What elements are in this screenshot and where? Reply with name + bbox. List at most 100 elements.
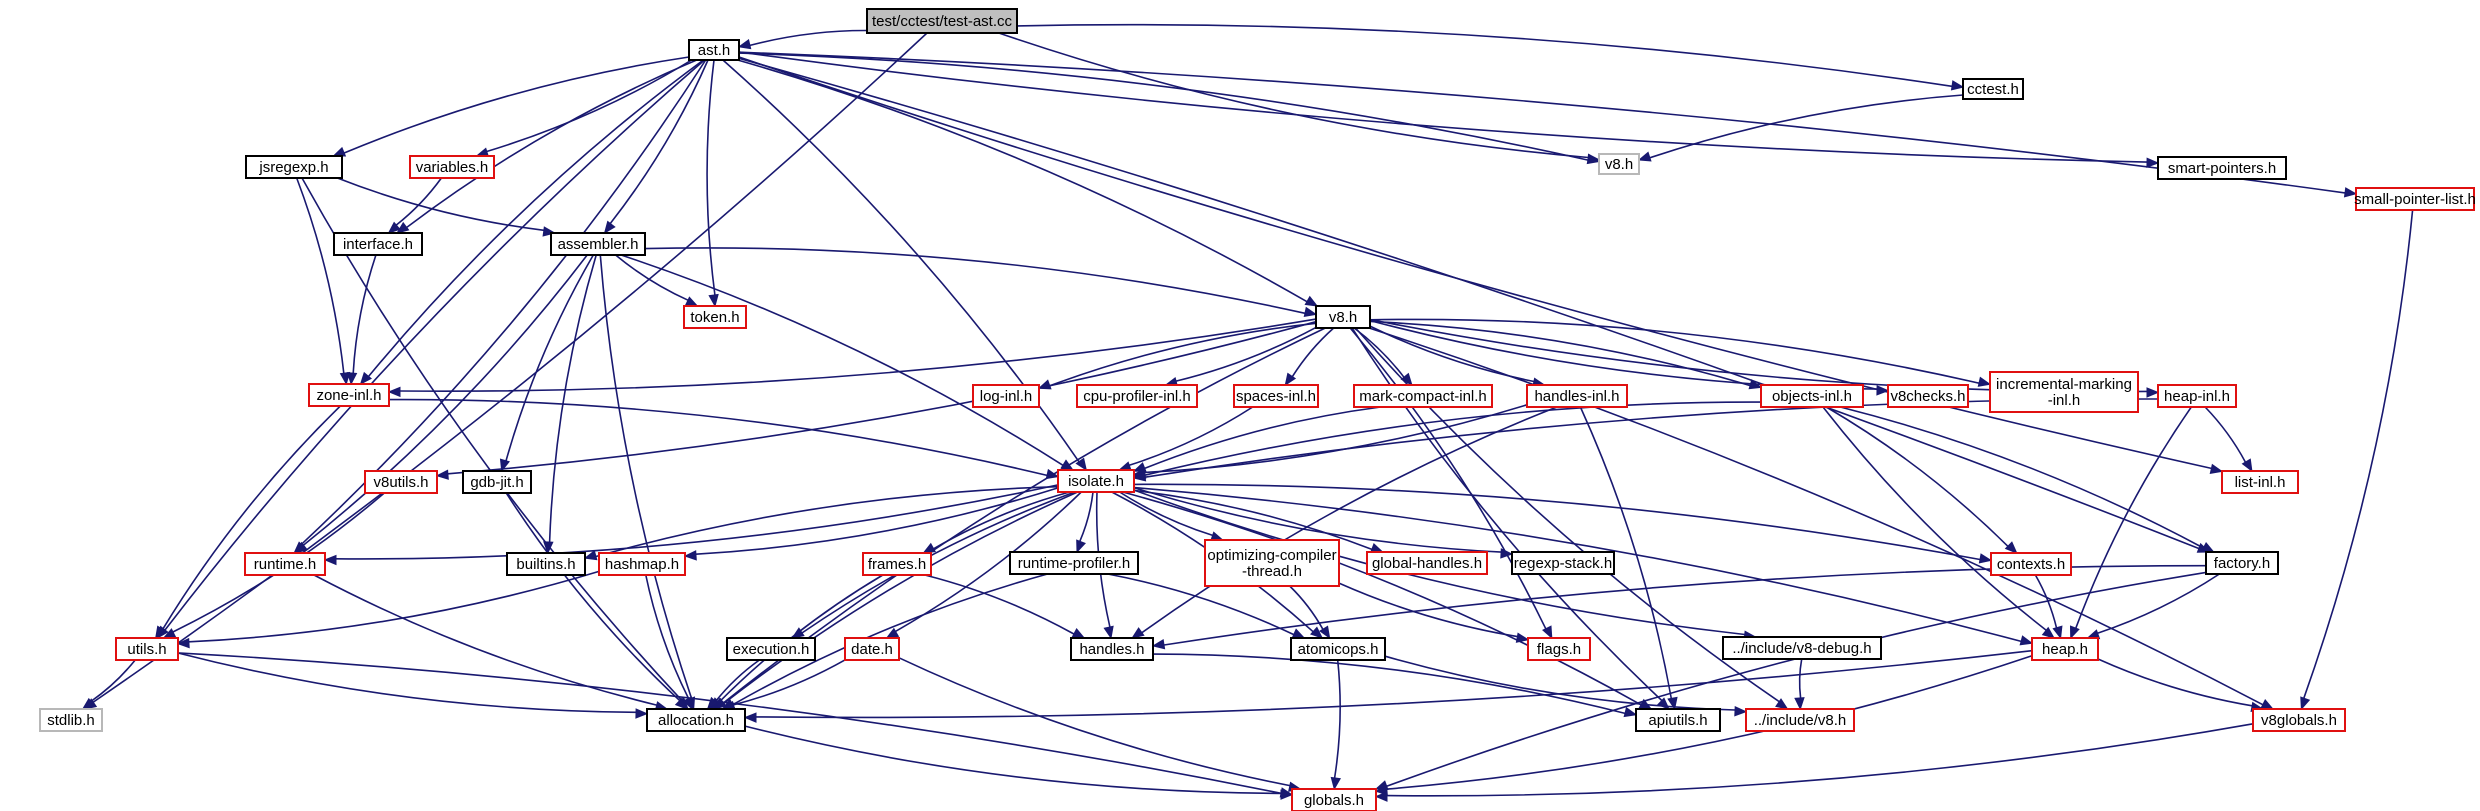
node-handles-inl[interactable]: handles-inl.h xyxy=(1526,384,1628,408)
node-box xyxy=(506,552,586,576)
edge-ast-to-factory xyxy=(738,57,2211,553)
node-jsregexp[interactable]: jsregexp.h xyxy=(245,155,343,179)
node-box xyxy=(2205,551,2279,575)
edge-ast-to-v8h xyxy=(737,59,1319,307)
node-label: log-inl.h xyxy=(980,388,1033,405)
node-smart-pointers[interactable]: smart-pointers.h xyxy=(2157,156,2287,180)
node-label: jsregexp.h xyxy=(258,159,328,176)
edge-line xyxy=(1369,320,1751,387)
node-flags[interactable]: flags.h xyxy=(1527,637,1591,661)
node-isolate[interactable]: isolate.h xyxy=(1057,469,1135,493)
node-apiutils[interactable]: apiutils.h xyxy=(1635,708,1721,732)
node-frames[interactable]: frames.h xyxy=(862,552,932,576)
node-runtime[interactable]: runtime.h xyxy=(244,552,326,576)
node-label: variables.h xyxy=(416,159,489,176)
edge-line xyxy=(2075,406,2192,629)
edge-line xyxy=(718,574,884,703)
node-hashmap[interactable]: hashmap.h xyxy=(598,552,686,576)
edge-assembler-to-gdb_jit xyxy=(499,254,594,473)
edge-arrowhead xyxy=(1280,789,1294,800)
node-runtime-profiler[interactable]: runtime-profiler.h xyxy=(1009,551,1139,575)
edge-line xyxy=(1122,491,1642,706)
edge-arrowhead xyxy=(1374,791,1388,802)
edge-line xyxy=(599,254,693,699)
node-box xyxy=(598,552,686,576)
node-handles[interactable]: handles.h xyxy=(1070,637,1154,661)
node-label: assembler.h xyxy=(558,236,639,253)
edge-arrowhead xyxy=(674,697,688,710)
node-optimizing-compiler-thread[interactable]: optimizing-compiler-thread.h xyxy=(1204,539,1340,587)
edge-arrowhead xyxy=(2019,635,2034,646)
edge-arrowhead xyxy=(2209,463,2224,475)
node-label: factory.h xyxy=(2214,555,2270,572)
edge-ast-to-isolate xyxy=(722,59,1088,472)
node-v8globals[interactable]: v8globals.h xyxy=(2252,708,2346,732)
edge-ast-to-v8_top xyxy=(738,52,1601,165)
node-log-inl[interactable]: log-inl.h xyxy=(972,384,1040,408)
edge-line xyxy=(337,177,544,232)
edge-isolate-to-optimizing_compiler_thread xyxy=(1119,491,1224,542)
node-builtins[interactable]: builtins.h xyxy=(506,552,586,576)
edge-arrowhead xyxy=(339,371,351,386)
edge-arrowhead xyxy=(1775,698,1789,710)
node-cctest[interactable]: cctest.h xyxy=(1962,78,2024,100)
edge-arrowhead xyxy=(583,550,598,561)
node-global-handles[interactable]: global-handles.h xyxy=(1366,551,1488,575)
node-contexts[interactable]: contexts.h xyxy=(1990,552,2072,576)
edge-frames-to-handles xyxy=(924,574,1086,639)
node-list-inl[interactable]: list-inl.h xyxy=(2221,470,2299,494)
node-zone-inl[interactable]: zone-inl.h xyxy=(308,383,390,407)
node-objects-inl[interactable]: objects-inl.h xyxy=(1760,384,1864,408)
edge-heap-to-allocation xyxy=(743,649,2033,723)
edge-line xyxy=(164,59,706,631)
node-label: optimizing-compiler xyxy=(1207,547,1336,564)
node-variables[interactable]: variables.h xyxy=(409,155,495,179)
node-include-v8[interactable]: ../include/v8.h xyxy=(1745,708,1855,732)
edge-line xyxy=(1128,406,1254,467)
node-spaces-inl[interactable]: spaces-inl.h xyxy=(1233,384,1319,408)
edge-line xyxy=(161,405,341,630)
node-date[interactable]: date.h xyxy=(844,637,900,661)
node-assembler[interactable]: assembler.h xyxy=(550,232,646,256)
node-stdlib[interactable]: stdlib.h xyxy=(39,708,103,732)
node-mark-compact-inl[interactable]: mark-compact-inl.h xyxy=(1353,384,1493,408)
node-cpu-profiler-inl[interactable]: cpu-profiler-inl.h xyxy=(1076,384,1198,408)
node-incremental-marking-inl[interactable]: incremental-marking-inl.h xyxy=(1989,371,2139,413)
edge-line xyxy=(335,484,1059,560)
edge-heap-to-v8globals xyxy=(2097,658,2265,713)
node-label: incremental-marking xyxy=(1996,376,2132,393)
edge-line xyxy=(1386,655,2033,790)
node-heap-inl[interactable]: heap-inl.h xyxy=(2157,384,2237,408)
node-heap[interactable]: heap.h xyxy=(2031,637,2099,661)
node-test-ast[interactable]: test/cctest/test-ast.cc xyxy=(866,8,1018,34)
node-v8utils[interactable]: v8utils.h xyxy=(364,470,438,494)
node-small-pointer-list[interactable]: small-pointer-list.h xyxy=(2354,187,2476,211)
node-include-v8-debug[interactable]: ../include/v8-debug.h xyxy=(1722,636,1882,660)
edge-arrowhead xyxy=(1978,553,1993,564)
edge-line xyxy=(1291,327,1335,378)
node-globals[interactable]: globals.h xyxy=(1291,788,1377,811)
edge-arrowhead xyxy=(1075,457,1088,472)
node-interface[interactable]: interface.h xyxy=(333,232,423,256)
node-allocation[interactable]: allocation.h xyxy=(646,708,746,732)
edge-arrowhead xyxy=(323,554,337,566)
node-box xyxy=(1366,551,1488,575)
node-atomicops[interactable]: atomicops.h xyxy=(1290,637,1386,661)
node-execution[interactable]: execution.h xyxy=(726,637,816,661)
edge-arrowhead xyxy=(346,372,358,386)
node-gdb-jit[interactable]: gdb-jit.h xyxy=(462,470,532,494)
edge-line xyxy=(1133,489,1745,636)
edge-line xyxy=(801,491,1075,634)
node-factory[interactable]: factory.h xyxy=(2205,551,2279,575)
edge-line xyxy=(749,29,868,47)
edge-objects_inl-to-contexts xyxy=(1825,406,2018,554)
node-utils[interactable]: utils.h xyxy=(115,637,179,661)
node-token[interactable]: token.h xyxy=(683,305,747,329)
node-label: -thread.h xyxy=(1242,563,1302,580)
edge-arrowhead xyxy=(2069,625,2080,640)
node-v8checks[interactable]: v8checks.h xyxy=(1887,384,1969,408)
node-ast[interactable]: ast.h xyxy=(688,39,740,61)
node-v8h[interactable]: v8.h xyxy=(1315,305,1371,329)
node-v8-top[interactable]: v8.h xyxy=(1598,153,1640,175)
node-regexp-stack[interactable]: regexp-stack.h xyxy=(1511,551,1615,575)
